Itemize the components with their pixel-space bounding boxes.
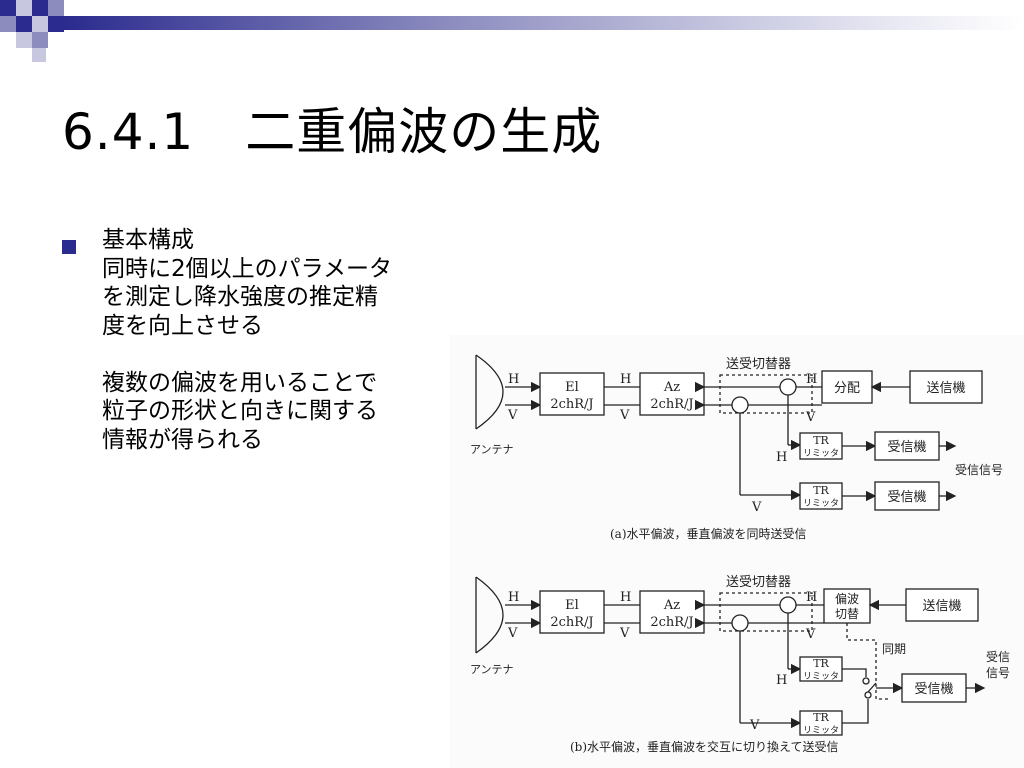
h-label: H <box>776 673 787 688</box>
v-label: V <box>507 626 518 641</box>
body-line: を測定し降水強度の推定精 <box>102 284 378 310</box>
body-line: 度を向上させる <box>102 312 263 339</box>
v-label: V <box>507 408 518 423</box>
az-rotary-joint-box <box>639 590 705 634</box>
received-signal-label: 信号 <box>986 666 1010 680</box>
tr-limiter-box-v <box>799 482 843 510</box>
switch-contact <box>864 691 872 699</box>
circulator-h <box>779 596 797 614</box>
corner-decoration <box>0 0 1024 62</box>
slide-body: 基本構成 同時に2個以上のパラメータ を測定し降水強度の推定精 度を向上させる … <box>102 226 392 454</box>
h-label: H <box>776 450 787 465</box>
received-signal-label: 受信 <box>986 650 1010 664</box>
splitter-box <box>821 370 873 404</box>
tr-label: TR <box>813 434 829 447</box>
antenna-label: アンテナ <box>470 663 514 676</box>
received-signal-label: 受信信号 <box>955 463 1003 477</box>
v-label: V <box>805 627 816 642</box>
transmitter-box-a <box>909 370 983 404</box>
antenna-dish <box>475 354 504 430</box>
receiver-box-v <box>874 481 940 511</box>
h-label: H <box>508 372 519 387</box>
az-sub-label: 2chR/J <box>650 397 693 412</box>
body-line <box>102 340 392 369</box>
pol-switch-label: 切替 <box>835 607 859 621</box>
v-label: V <box>619 408 630 423</box>
tr-label: TR <box>813 484 829 497</box>
diagram-b <box>475 576 986 736</box>
h-label: H <box>508 590 519 605</box>
receiver-label: 受信機 <box>914 682 953 697</box>
v-label: V <box>805 410 816 425</box>
circulator-h <box>779 378 797 396</box>
sync-dashed-line <box>846 623 888 700</box>
h-label: H <box>806 372 817 387</box>
h-label: H <box>806 590 817 605</box>
caption-b: (b)水平偏波，垂直偏波を交互に切り換えて送受信 <box>570 739 838 754</box>
caption-a: (a)水平偏波，垂直偏波を同時送受信 <box>610 526 807 541</box>
el-sub-label: 2chR/J <box>550 397 593 412</box>
el-rotary-joint-box <box>539 372 605 416</box>
tr-label: TR <box>813 657 829 670</box>
pol-switch-label: 偏波 <box>835 591 859 606</box>
el-sub-label: 2chR/J <box>550 615 593 630</box>
limiter-label: リミッタ <box>803 448 839 459</box>
el-label: El <box>565 598 579 613</box>
dual-polarization-diagram: H V アンテナ El 2chR/J H V Az 2chR/J 送受切替器 H… <box>450 335 1024 768</box>
diagram-a-labels: H V アンテナ El 2chR/J H V Az 2chR/J 送受切替器 H… <box>470 357 1003 541</box>
el-rotary-joint-box <box>539 590 605 634</box>
slide-title: 6.4.1 二重偏波の生成 <box>62 103 603 161</box>
splitter-label: 分配 <box>834 381 860 396</box>
bullet-heading: 基本構成 <box>102 227 194 253</box>
switch-contact <box>862 677 870 685</box>
limiter-label: リミッタ <box>803 725 839 736</box>
receiver-label: 受信機 <box>887 490 926 505</box>
switch-dashed-box <box>719 374 813 414</box>
transmitter-label: 送信機 <box>926 381 965 396</box>
antenna-dish <box>475 576 504 654</box>
body-line: 複数の偏波を用いることで <box>102 369 378 396</box>
switch-label: 送受切替器 <box>726 575 791 590</box>
v-label: V <box>751 500 762 515</box>
az-rotary-joint-box <box>639 372 705 416</box>
antenna-label: アンテナ <box>470 443 514 456</box>
diagram-b-labels: H V アンテナ El 2chR/J H V Az 2chR/J 送受切替器 H… <box>470 575 1010 754</box>
receiver-label: 受信機 <box>887 440 926 455</box>
circulator-v <box>731 614 749 632</box>
transmitter-box-b <box>905 588 979 622</box>
switch-label: 送受切替器 <box>726 357 791 372</box>
body-line: 情報が得られる <box>102 426 263 453</box>
sync-label: 同期 <box>882 642 906 656</box>
body-line: 同時に2個以上のパラメータ <box>102 255 392 282</box>
v-label: V <box>749 718 760 733</box>
limiter-label: リミッタ <box>803 671 839 682</box>
el-label: El <box>565 380 579 395</box>
receiver-box-b <box>901 673 967 703</box>
v-label: V <box>619 626 630 641</box>
switch-dashed-box <box>719 592 813 632</box>
az-label: Az <box>663 598 680 613</box>
h-label: H <box>620 372 631 387</box>
tr-label: TR <box>813 711 829 724</box>
transmitter-label: 送信機 <box>922 599 961 614</box>
h-label: H <box>620 590 631 605</box>
body-line: 粒子の形状と向きに関する <box>102 398 378 424</box>
az-sub-label: 2chR/J <box>650 615 693 630</box>
receiver-box-h <box>874 431 940 461</box>
tr-limiter-box-h <box>799 656 843 682</box>
az-label: Az <box>663 380 680 395</box>
circulator-v <box>731 396 749 414</box>
bullet-square-icon <box>62 240 76 254</box>
diagram-a <box>475 354 983 511</box>
limiter-label: リミッタ <box>803 498 839 509</box>
